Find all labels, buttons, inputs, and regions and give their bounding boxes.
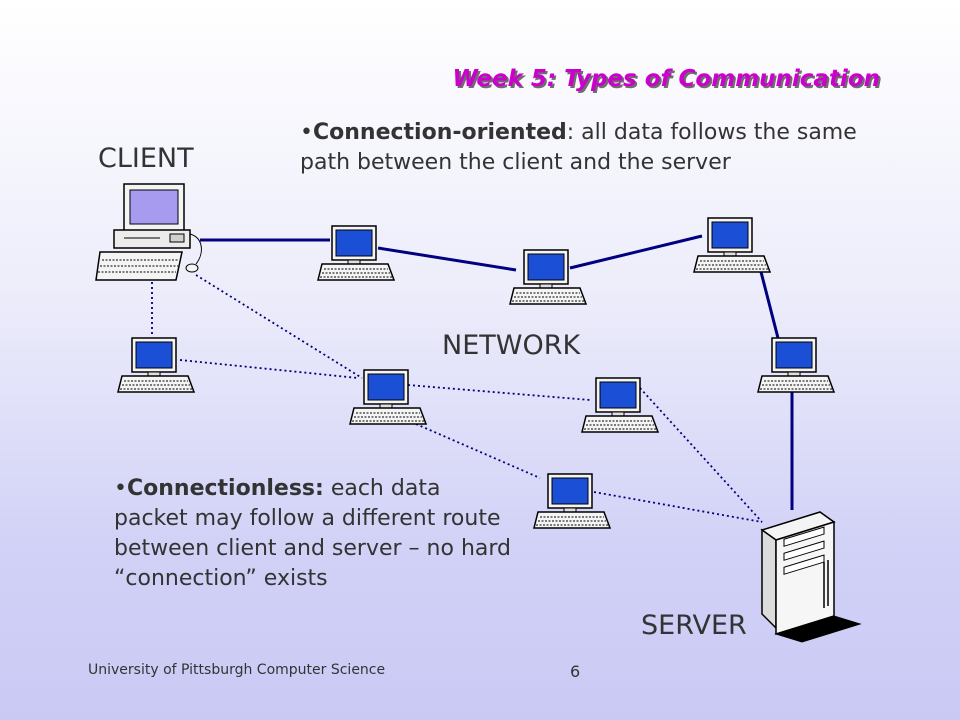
- connectionless-routes: [151, 274, 763, 523]
- connection-oriented-path: [200, 234, 794, 510]
- client-computer-icon: [95, 183, 202, 281]
- network-node-icon: [509, 249, 587, 305]
- client-label: CLIENT: [98, 143, 194, 174]
- network-node-icon: [317, 225, 395, 281]
- connectionless-bullet: •Connectionless: each data packet may fo…: [114, 474, 514, 594]
- connection-oriented-bullet: •Connection-oriented: all data follows t…: [300, 118, 860, 178]
- footer-text: University of Pittsburgh Computer Scienc…: [88, 662, 386, 678]
- connectionless-term: Connectionless:: [126, 476, 324, 501]
- network-node-icon: [349, 369, 427, 425]
- page-number: 6: [570, 662, 581, 681]
- network-node-icon: [117, 337, 195, 393]
- network-label: NETWORK: [442, 330, 581, 361]
- network-node-icon: [757, 337, 835, 393]
- connection-oriented-term: Connection-oriented: [312, 120, 567, 145]
- bullet-marker: •: [114, 476, 127, 501]
- network-node-icon: [581, 377, 659, 433]
- server-tower-icon: [760, 511, 862, 643]
- bullet-marker: •: [300, 120, 313, 145]
- connection-oriented-text: : all data follows the same path between…: [300, 120, 857, 175]
- network-node-icon: [533, 473, 611, 529]
- network-node-icon: [693, 217, 771, 273]
- connectionless-text: each data packet may follow a different …: [114, 476, 511, 591]
- server-label: SERVER: [641, 610, 747, 641]
- slide-title: Week 5: Types of Communication: [452, 66, 880, 92]
